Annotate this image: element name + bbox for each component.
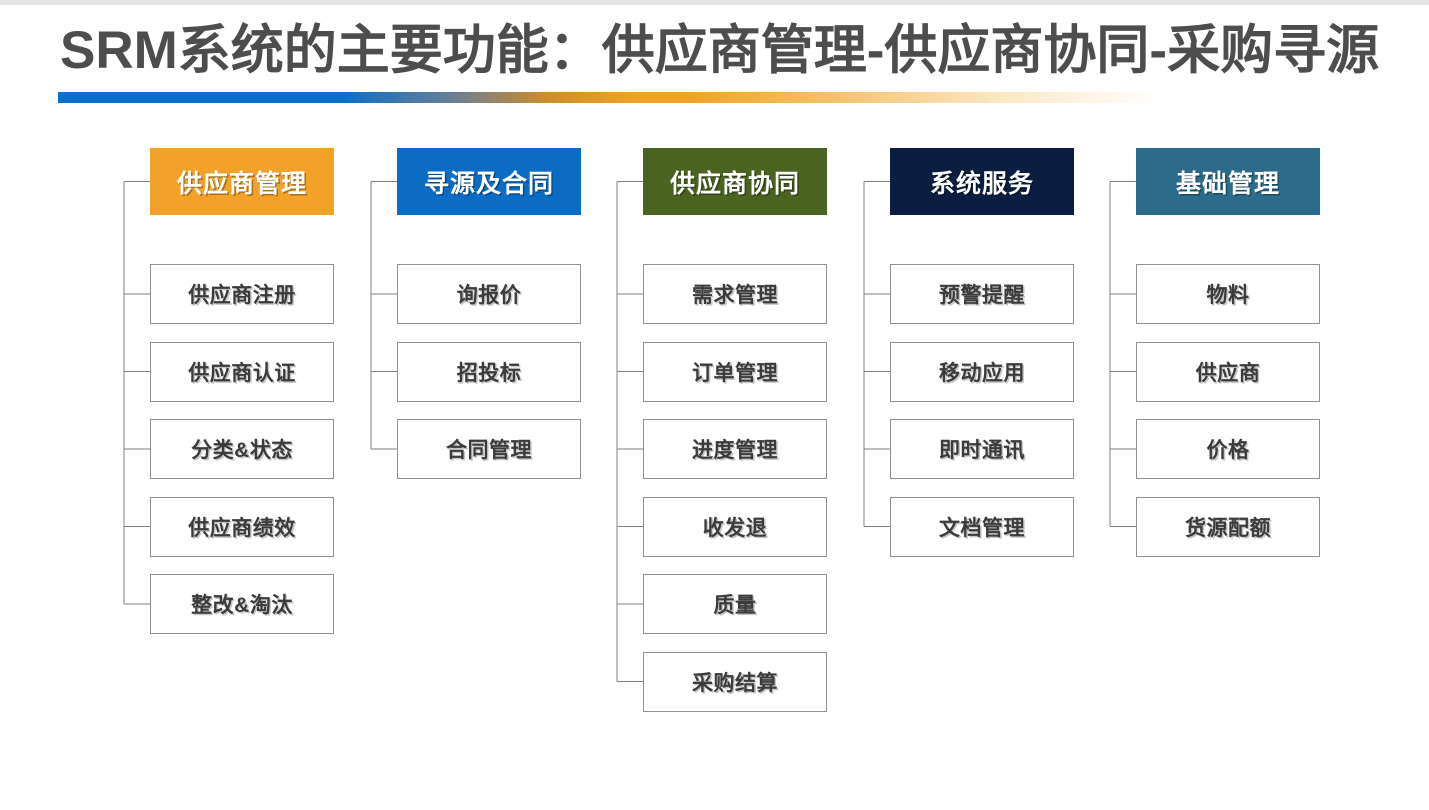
column-5-item[interactable]: 供应商 xyxy=(1136,341,1320,402)
column-5-item[interactable]: 价格 xyxy=(1136,419,1320,479)
page-title: SRM系统的主要功能：供应商管理-供应商协同-采购寻源 xyxy=(60,21,1380,80)
column-header-4[interactable]: 系统服务 xyxy=(890,148,1074,215)
column-2-item[interactable]: 询报价 xyxy=(397,264,581,324)
title-underline-gradient xyxy=(58,92,1162,103)
column-2-item[interactable]: 招投标 xyxy=(397,341,581,402)
column-header-1[interactable]: 供应商管理 xyxy=(150,148,334,215)
column-4-item[interactable]: 即时通讯 xyxy=(890,419,1074,479)
column-3-item[interactable]: 进度管理 xyxy=(643,419,827,479)
column-header-5[interactable]: 基础管理 xyxy=(1136,148,1320,215)
column-1-item[interactable]: 供应商认证 xyxy=(150,341,334,402)
column-1-item[interactable]: 供应商注册 xyxy=(150,264,334,324)
column-header-3[interactable]: 供应商协同 xyxy=(643,148,827,215)
column-5-item[interactable]: 货源配额 xyxy=(1136,496,1320,557)
column-3-item[interactable]: 收发退 xyxy=(643,496,827,557)
top-strip xyxy=(0,0,1429,5)
column-4-item[interactable]: 文档管理 xyxy=(890,496,1074,557)
column-1-item[interactable]: 分类&状态 xyxy=(150,419,334,479)
column-1-item[interactable]: 供应商绩效 xyxy=(150,496,334,557)
column-3-item[interactable]: 采购结算 xyxy=(643,651,827,712)
column-2-item[interactable]: 合同管理 xyxy=(397,419,581,479)
column-3-item[interactable]: 质量 xyxy=(643,574,827,634)
column-3-item[interactable]: 订单管理 xyxy=(643,341,827,402)
column-3-item[interactable]: 需求管理 xyxy=(643,264,827,324)
column-header-2[interactable]: 寻源及合同 xyxy=(397,148,581,215)
column-1-item[interactable]: 整改&淘汰 xyxy=(150,574,334,634)
column-4-item[interactable]: 预警提醒 xyxy=(890,264,1074,324)
column-5-item[interactable]: 物料 xyxy=(1136,264,1320,324)
column-4-item[interactable]: 移动应用 xyxy=(890,341,1074,402)
